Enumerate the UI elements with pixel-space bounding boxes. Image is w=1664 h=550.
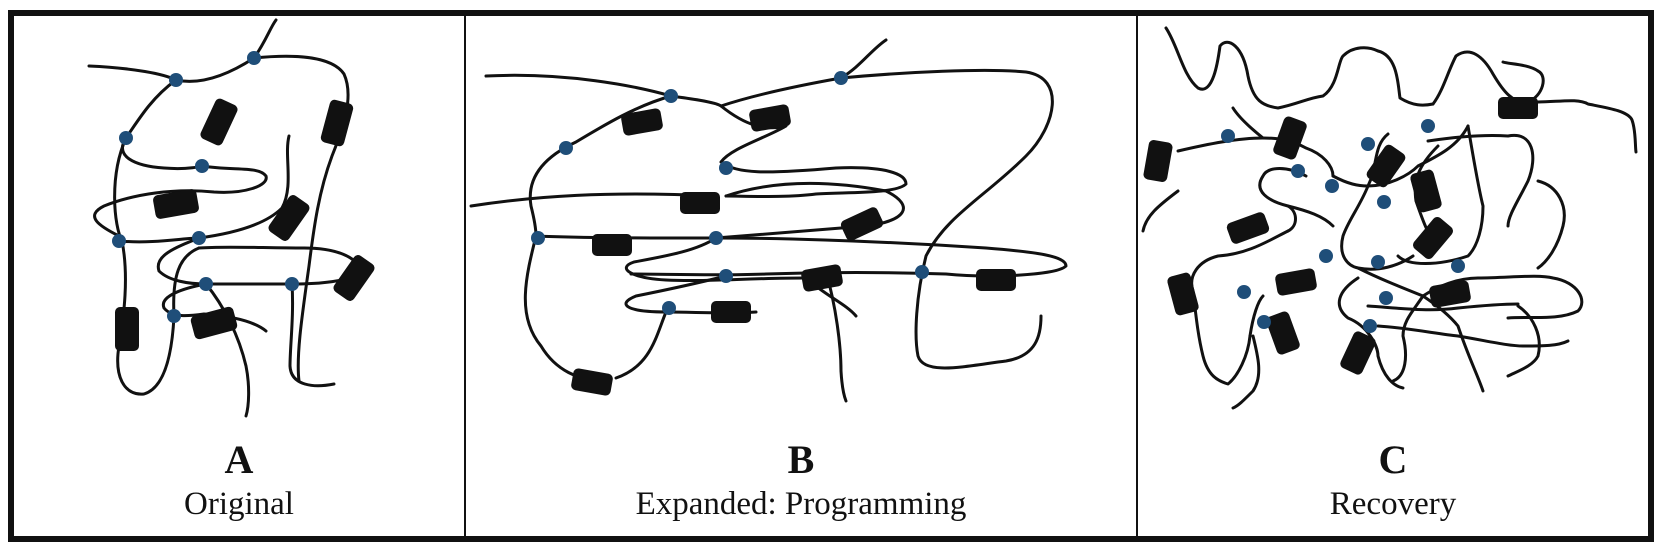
panel-letter: C: [1378, 437, 1408, 482]
panel-original: A Original: [14, 16, 464, 536]
polymer-chains: [1141, 26, 1638, 410]
crosslink-nodes: [1221, 119, 1465, 333]
crosslink-nodes: [112, 51, 299, 323]
panel-caption: Recovery: [1329, 486, 1457, 522]
panel-recovery: C Recovery: [1136, 16, 1648, 536]
panel-caption: Original: [184, 486, 294, 522]
panel-expanded-programming: B Expanded: Programming: [464, 16, 1136, 536]
panel-letter: A: [224, 437, 254, 482]
figure-frame: A Original: [8, 10, 1654, 542]
hard-segments: [115, 98, 375, 351]
polymer-chains: [87, 18, 364, 418]
network-diagram-recovery: [1141, 26, 1638, 410]
polymer-chains: [469, 38, 1068, 403]
hard-segments: [1143, 97, 1538, 375]
hard-segments: [571, 104, 1016, 396]
panel-letter: B: [787, 437, 815, 482]
panel-caption: Expanded: Programming: [635, 486, 967, 522]
crosslink-nodes: [531, 71, 929, 315]
network-diagram-original: [87, 18, 375, 418]
network-diagram-expanded: [469, 38, 1068, 403]
